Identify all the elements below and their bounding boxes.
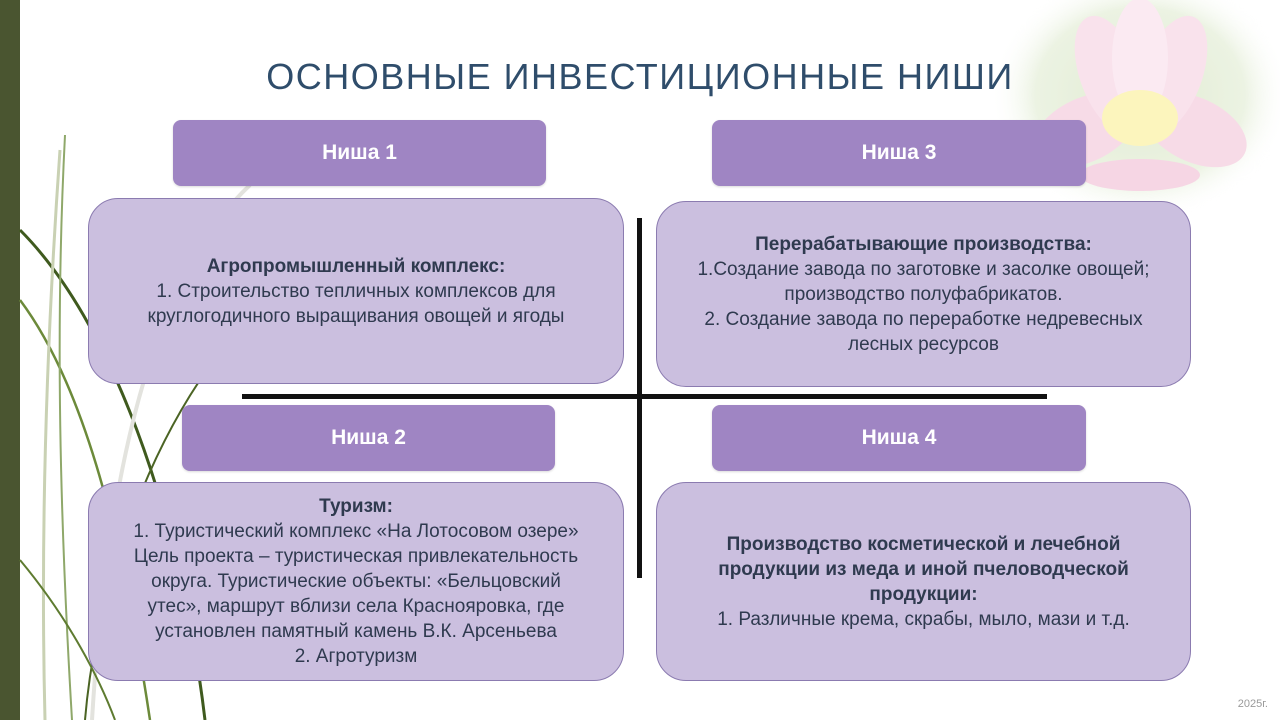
niche-4-line: 1. Различные крема, скрабы, мыло, мази и…	[717, 608, 1130, 630]
niche-3-header: Ниша 3	[712, 120, 1086, 186]
niche-3-line: производство полуфабрикатов.	[784, 283, 1063, 305]
niche-4-heading: продукции:	[869, 583, 978, 605]
niche-4-heading: продукции из меда и иной пчеловодческой	[718, 558, 1129, 580]
niche-1-header: Ниша 1	[173, 120, 546, 186]
niche-2-heading: Туризм:	[319, 496, 393, 517]
niche-2-header: Ниша 2	[182, 405, 555, 471]
niche-1-heading: Агропромышленный комплекс:	[206, 255, 506, 277]
niche-2-line: Цель проекта – туристическая привлекател…	[133, 546, 579, 567]
niche-1-line: круглогодичного выращивания овощей и яго…	[147, 305, 565, 327]
niche-1-line: 1. Строительство тепличных комплексов дл…	[156, 280, 556, 302]
niche-2-line: утес», маршрут вблизи села Краснояровка,…	[147, 596, 565, 617]
niche-3-card: Перерабатывающие производства: 1.Создани…	[656, 201, 1191, 387]
niche-3-line: 1.Создание завода по заготовке и засолке…	[697, 258, 1150, 280]
niche-2-line: округа. Туристические объекты: «Бельцовс…	[151, 571, 561, 592]
niche-4-header: Ниша 4	[712, 405, 1086, 471]
niche-2-line: 1. Туристический комплекс «На Лотосовом …	[133, 521, 579, 542]
lotus-flower-image	[990, 0, 1280, 220]
niche-4-card: Производство косметической и лечебной пр…	[656, 482, 1191, 681]
footer-year: 2025г.	[1237, 698, 1268, 710]
niche-2-line: 2. Агротуризм	[294, 646, 418, 667]
left-accent-bar	[0, 0, 20, 720]
niche-3-line: 2. Создание завода по переработке недрев…	[704, 308, 1143, 330]
niche-4-heading: Производство косметической и лечебной	[726, 533, 1121, 555]
niche-2-line: установлен памятный камень В.К. Арсеньев…	[155, 621, 557, 642]
niche-3-line: лесных ресурсов	[848, 333, 999, 355]
slide-title: ОСНОВНЫЕ ИНВЕСТИЦИОННЫЕ НИШИ	[266, 56, 1014, 97]
niche-2-card: Туризм: 1. Туристический комплекс «На Ло…	[88, 482, 624, 681]
niche-1-card: Агропромышленный комплекс: 1. Строительс…	[88, 198, 624, 384]
horizontal-divider	[242, 394, 1047, 399]
niche-3-heading: Перерабатывающие производства:	[755, 233, 1092, 255]
